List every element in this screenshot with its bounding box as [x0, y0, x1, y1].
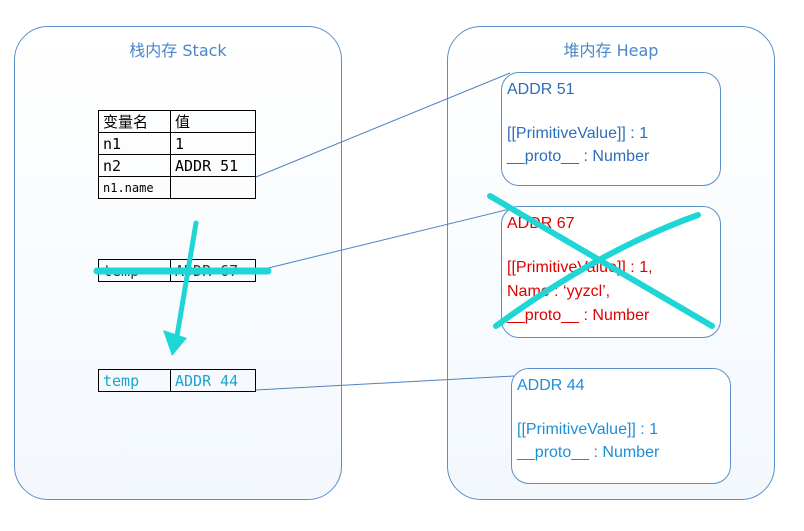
heap-object-address: ADDR 51	[507, 81, 575, 98]
pointer-temp-to-addr67	[255, 207, 515, 272]
heap-object-addr67: ADDR 67 [[PrimitiveValue]] : 1, Name : ‘…	[501, 206, 721, 338]
row-n2-value: ADDR 51	[170, 154, 256, 177]
heap-object-line: __proto__ : Number	[507, 307, 650, 324]
stack-title: 栈内存 Stack	[129, 41, 227, 60]
row-n1name-value	[170, 176, 256, 199]
temp-new-value: ADDR 44	[170, 369, 256, 392]
heap-object-line: [[PrimitiveValue]] : 1	[517, 421, 659, 438]
heap-object-addr51: ADDR 51 [[PrimitiveValue]] : 1 __proto__…	[501, 72, 721, 186]
move-arrow-head	[163, 330, 187, 356]
row-n1name-name: n1.name	[98, 176, 171, 199]
cross-out-stroke-2	[493, 212, 701, 329]
heap-title: 堆内存 Heap	[563, 41, 659, 60]
pointer-temp-to-addr44	[255, 375, 515, 391]
heap-object-line: Name : ‘yyzcl’,	[507, 283, 611, 300]
variable-table: 变量名 值 n1 1 n2 ADDR 51 n1.name	[98, 110, 256, 199]
temp-new-row: temp ADDR 44	[98, 369, 256, 392]
temp-new-name: temp	[98, 369, 171, 392]
table-row: n1.name	[98, 176, 256, 199]
pointer-n2-to-addr51	[255, 72, 511, 178]
heap-object-address: ADDR 44	[517, 377, 585, 394]
heap-object-line: __proto__ : Number	[517, 444, 660, 461]
heap-object-addr44: ADDR 44 [[PrimitiveValue]] : 1 __proto__…	[511, 368, 731, 484]
move-arrow-shaft	[173, 220, 199, 345]
heap-object-line: [[PrimitiveValue]] : 1	[507, 125, 649, 142]
heap-object-line: __proto__ : Number	[507, 148, 650, 165]
table-row: n1 1	[98, 132, 256, 155]
